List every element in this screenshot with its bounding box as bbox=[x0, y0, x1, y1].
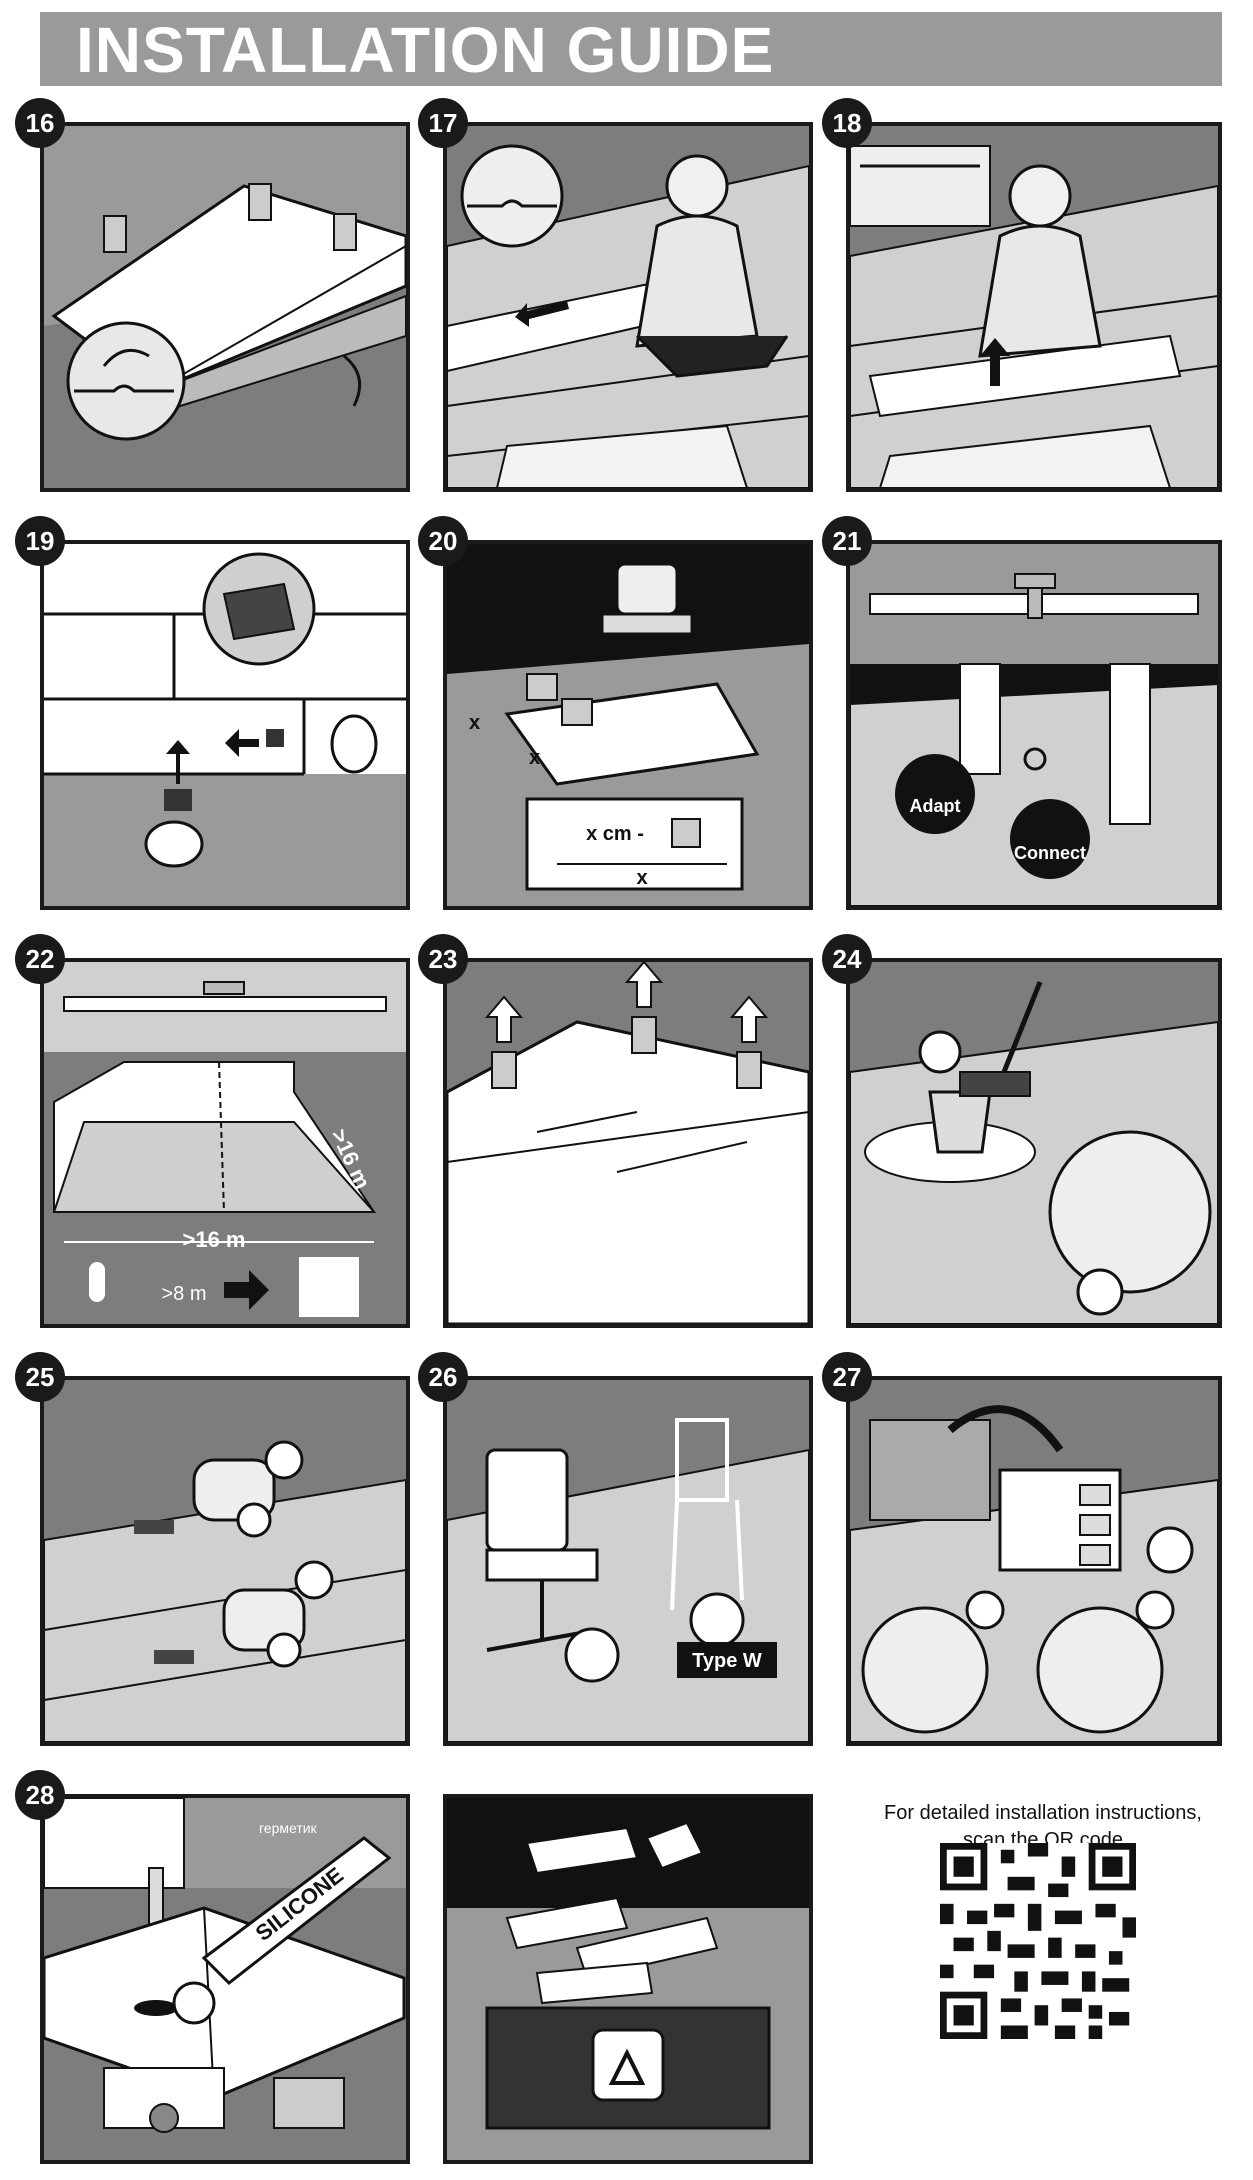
step-16-panel bbox=[40, 122, 410, 492]
step-28-sealant-ru: герметик bbox=[259, 1820, 318, 1836]
step-25-badge: 25 bbox=[15, 1352, 65, 1402]
step-17-badge: 17 bbox=[418, 98, 468, 148]
step-18-illustration bbox=[850, 126, 1218, 488]
disposal-illustration bbox=[447, 1798, 809, 2160]
step-17-illustration bbox=[447, 126, 809, 488]
step-20-illustration: x x x cm - x bbox=[447, 544, 809, 906]
step-27-badge: 27 bbox=[822, 1352, 872, 1402]
step-18-badge: 18 bbox=[822, 98, 872, 148]
step-16-badge: 16 bbox=[15, 98, 65, 148]
step-22-illustration: >16 m >16 m >8 m bbox=[44, 962, 406, 1324]
step-19-badge: 19 bbox=[15, 516, 65, 566]
header-banner: INSTALLATION GUIDE bbox=[40, 12, 1222, 86]
step-20-measure-b: x bbox=[529, 747, 540, 769]
disposal-panel bbox=[443, 1794, 813, 2164]
qr-instructions-line1: For detailed installation instructions, bbox=[884, 1802, 1202, 1824]
step-23-badge: 23 bbox=[418, 934, 468, 984]
step-18-panel bbox=[846, 122, 1222, 492]
step-20-formula: x cm - bbox=[586, 823, 644, 845]
step-25-panel bbox=[40, 1376, 410, 1746]
step-23-illustration bbox=[447, 962, 809, 1324]
step-26-badge: 26 bbox=[418, 1352, 468, 1402]
page-title: INSTALLATION GUIDE bbox=[76, 14, 775, 86]
step-22-panel: >16 m >16 m >8 m bbox=[40, 958, 410, 1328]
step-20-measure-c: x bbox=[636, 867, 647, 889]
step-27-panel bbox=[846, 1376, 1222, 1746]
step-19-panel bbox=[40, 540, 410, 910]
step-21-connect-label: Connect bbox=[1014, 843, 1086, 863]
step-16-illustration bbox=[44, 126, 406, 488]
step-24-panel bbox=[846, 958, 1222, 1328]
step-17-panel bbox=[443, 122, 813, 492]
step-28-panel: герметик SILICONE bbox=[40, 1794, 410, 2164]
step-22-badge: 22 bbox=[15, 934, 65, 984]
qr-code[interactable] bbox=[940, 1843, 1136, 2039]
step-22-distance-label: >8 m bbox=[161, 1283, 206, 1305]
step-19-illustration bbox=[44, 544, 406, 906]
step-20-measure-a: x bbox=[469, 712, 480, 734]
step-21-adapt-label: Adapt bbox=[910, 796, 961, 816]
step-25-illustration bbox=[44, 1380, 406, 1742]
step-28-illustration: герметик SILICONE bbox=[44, 1798, 406, 2160]
step-28-badge: 28 bbox=[15, 1770, 65, 1820]
step-20-panel: x x x cm - x bbox=[443, 540, 813, 910]
step-26-illustration: Type W bbox=[447, 1380, 809, 1742]
step-26-caster-label: Type W bbox=[692, 1650, 762, 1672]
step-27-illustration bbox=[850, 1380, 1218, 1742]
step-20-badge: 20 bbox=[418, 516, 468, 566]
step-21-badge: 21 bbox=[822, 516, 872, 566]
step-24-badge: 24 bbox=[822, 934, 872, 984]
step-21-panel: Adapt Connect bbox=[846, 540, 1222, 910]
step-21-illustration: Adapt Connect bbox=[850, 544, 1218, 906]
step-26-panel: Type W bbox=[443, 1376, 813, 1746]
step-24-illustration bbox=[850, 962, 1218, 1324]
step-22-width-label: >16 m bbox=[183, 1227, 246, 1252]
step-23-panel bbox=[443, 958, 813, 1328]
